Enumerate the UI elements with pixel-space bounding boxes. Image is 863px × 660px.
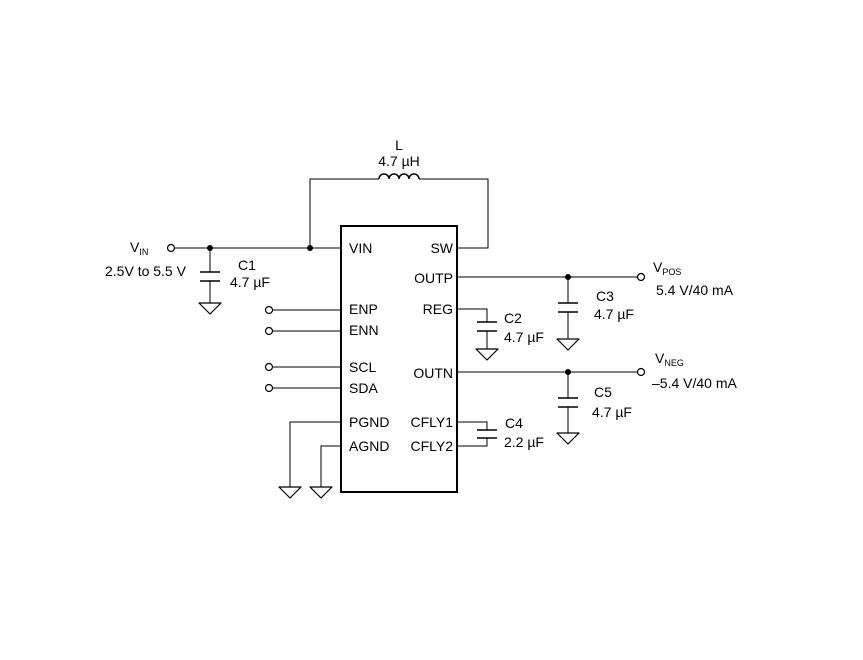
c3-ground-icon [556,338,580,351]
pgnd-ground-icon [278,486,302,499]
pin-sw: SW [430,240,453,256]
pin-pgnd: PGND [349,414,389,430]
pin-outn: OUTN [413,365,453,381]
cfly1-wire [457,421,488,430]
sda-terminal [264,383,274,393]
c5-value: 4.7 µF [592,404,632,420]
enn-terminal [264,326,274,336]
pin-reg: REG [423,301,453,317]
vin-label: VIN [130,239,148,257]
inductor-value: 4.7 µH [378,153,420,169]
c4-value: 2.2 µF [504,434,544,450]
pgnd-wire [289,421,341,487]
c3-value: 4.7 µF [594,306,634,322]
inductor-ref: L [395,137,403,153]
vpos-terminal [636,272,646,282]
c3-ref: C3 [596,288,614,304]
inductor-wire-right [419,178,489,249]
c1-ref: C1 [238,257,256,273]
pin-outp: OUTP [414,270,453,286]
vneg-terminal [636,367,646,377]
enp-terminal [264,305,274,315]
cfly2-wire [457,438,488,447]
c5-ground-icon [556,432,580,445]
pin-enp: ENP [349,301,378,317]
c4-ref: C4 [505,415,523,431]
pin-cfly1: CFLY1 [410,414,453,430]
c2-value: 4.7 µF [504,329,544,345]
pin-scl: SCL [349,359,376,375]
pin-sda: SDA [349,380,378,396]
scl-terminal [264,362,274,372]
c2-ref: C2 [504,310,522,326]
vpos-label: VPOS [653,259,681,277]
inductor-wire-left [309,178,379,248]
vneg-spec: –5.4 V/40 mA [652,375,737,391]
pin-vin: VIN [349,240,372,256]
c5-ref: C5 [594,384,612,400]
vpos-spec: 5.4 V/40 mA [656,282,734,298]
pin-enn: ENN [349,322,379,338]
inductor-coil [378,173,420,180]
agnd-wire [320,445,341,487]
c1-value: 4.7 µF [230,274,270,290]
vin-terminal [166,243,176,253]
c1-ground-icon [198,302,222,315]
c2-ground-icon [475,348,499,361]
vin-range: 2.5V to 5.5 V [105,263,187,279]
reg-wire [457,308,488,322]
vneg-label: VNEG [655,350,684,368]
ic-body [340,225,458,493]
agnd-ground-icon [309,486,333,499]
pin-agnd: AGND [349,438,389,454]
pin-cfly2: CFLY2 [410,438,453,454]
